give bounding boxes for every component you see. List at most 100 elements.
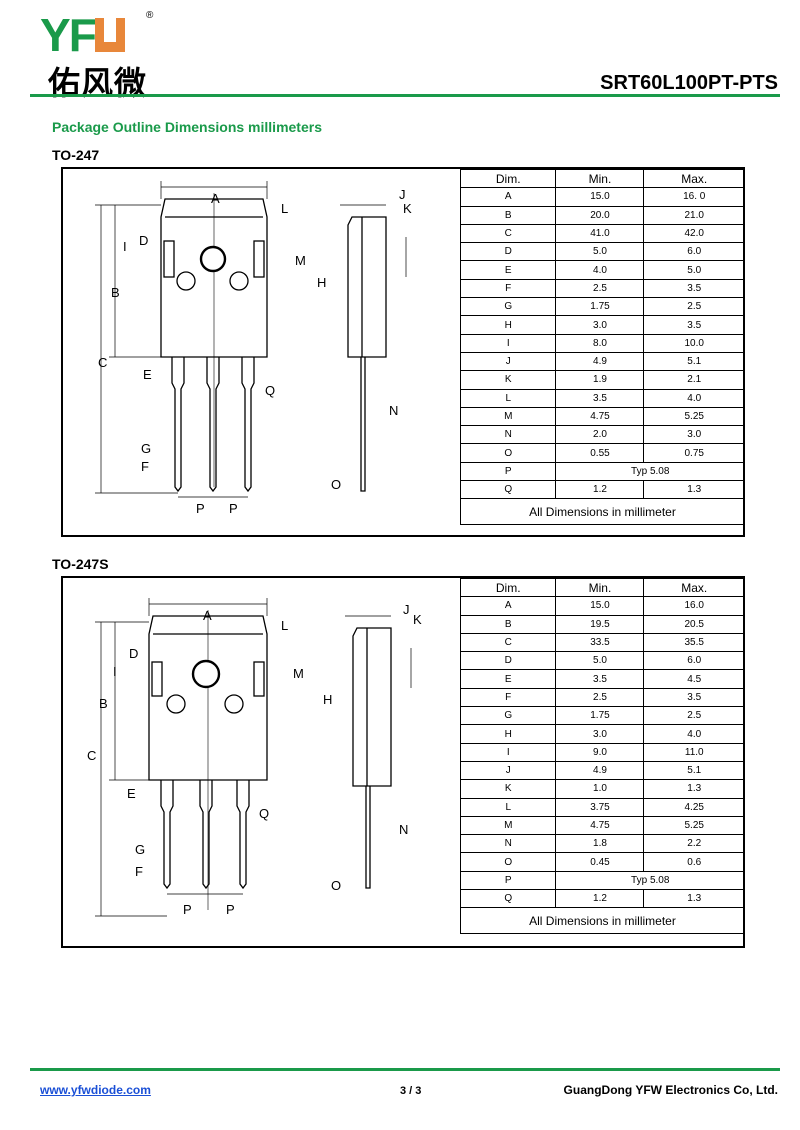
dim-cell: D [459, 651, 557, 671]
max-cell: 3.5 [643, 278, 745, 299]
dimension-label-n: N [399, 822, 408, 837]
dim-cell: O [459, 852, 557, 872]
max-cell: 4.25 [643, 797, 745, 817]
dimension-label-c: C [87, 748, 96, 763]
left-slot [163, 240, 175, 278]
dimension-label-q: Q [259, 806, 269, 821]
dimension-label-e: E [143, 367, 152, 382]
max-cell: 42.0 [643, 223, 745, 244]
max-cell: 11.0 [643, 742, 745, 762]
column-header: Min. [555, 577, 645, 598]
table-header-row: Dim.Min.Max. [459, 577, 745, 598]
dim-cell: B [459, 205, 557, 225]
min-cell: 0.55 [555, 443, 645, 463]
dim-cell: P [459, 461, 557, 482]
max-cell: 5.1 [643, 351, 745, 372]
max-cell: 5.1 [643, 760, 745, 781]
max-cell: 2.5 [643, 706, 745, 726]
section-title: Package Outline Dimensions millimeters [52, 119, 322, 135]
dimension-label-k: K [413, 612, 422, 627]
dim-cell: K [459, 370, 557, 390]
package-title-to247: TO-247 [52, 147, 100, 163]
dimension-label-j: J [399, 187, 406, 202]
dimension-label-h: H [317, 275, 326, 290]
dimension-label-c: C [98, 355, 107, 370]
max-cell: 2.1 [643, 370, 745, 390]
table-header-row: Dim.Min.Max. [459, 168, 745, 189]
min-cell: Typ 5.08 [555, 461, 745, 482]
column-header: Dim. [459, 168, 557, 189]
max-cell: 35.5 [643, 632, 745, 653]
max-cell: 5.0 [643, 260, 745, 280]
min-cell: 8.0 [555, 333, 645, 353]
ejector-pin-mark [166, 694, 186, 714]
dimension-label-g: G [141, 441, 151, 456]
dim-cell: N [459, 425, 557, 445]
company-logo: YF [40, 12, 125, 58]
max-cell: 16.0 [643, 596, 745, 616]
company-name: GuangDong YFW Electronics Co, Ltd. [563, 1083, 778, 1097]
max-cell: 2.2 [643, 834, 745, 854]
dim-cell: L [459, 388, 557, 408]
mounting-hole [191, 659, 221, 689]
package-title-to247s: TO-247S [52, 556, 109, 572]
max-cell: 6.0 [643, 651, 745, 671]
dimension-label-p2: P [226, 902, 235, 917]
dimension-label-o: O [331, 878, 341, 893]
lead [160, 780, 174, 890]
max-cell: 21.0 [643, 205, 745, 225]
dimension-label-f: F [141, 459, 149, 474]
lead [236, 780, 250, 890]
max-cell: 5.25 [643, 815, 745, 836]
part-number: SRT60L100PT-PTS [600, 72, 778, 94]
min-cell: Typ 5.08 [555, 870, 745, 891]
dim-cell: M [459, 815, 557, 836]
min-cell: 3.5 [555, 388, 645, 408]
dimension-label-f: F [135, 864, 143, 879]
min-cell: 19.5 [555, 614, 645, 634]
dim-cell: D [459, 242, 557, 262]
min-cell: 5.0 [555, 651, 645, 671]
max-cell: 4.0 [643, 388, 745, 408]
max-cell: 1.3 [643, 779, 745, 799]
lead [241, 357, 255, 493]
side-view-body [352, 627, 392, 787]
column-header: Min. [555, 168, 645, 189]
website-link[interactable]: www.yfwdiode.com [40, 1083, 151, 1097]
column-header: Max. [643, 577, 745, 598]
side-view-lead [365, 786, 371, 889]
min-cell: 2.5 [555, 687, 645, 708]
min-cell: 9.0 [555, 742, 645, 762]
dimension-label-p1: P [183, 902, 192, 917]
dimension-label-q: Q [265, 383, 275, 398]
dimension-label-d: D [139, 233, 148, 248]
dimension-label-j: J [403, 602, 410, 617]
dimension-label-d: D [129, 646, 138, 661]
dimension-label-p1: P [196, 501, 205, 516]
dim-cell: P [459, 870, 557, 891]
dimension-label-m: M [295, 253, 306, 268]
column-header: Max. [643, 168, 745, 189]
right-slot [253, 240, 265, 278]
dim-cell: M [459, 406, 557, 427]
max-cell: 16. 0 [643, 187, 745, 207]
max-cell: 4.0 [643, 724, 745, 744]
dim-cell: L [459, 797, 557, 817]
dim-cell: N [459, 834, 557, 854]
